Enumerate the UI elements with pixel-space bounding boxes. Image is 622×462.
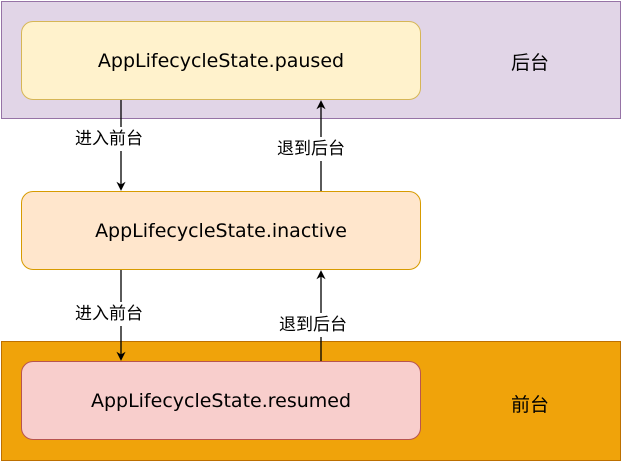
state-inactive: AppLifecycleState.inactive <box>21 191 421 270</box>
label-resumed-to-inactive: 退到后台 <box>277 313 349 337</box>
label-paused-to-inactive: 进入前台 <box>73 127 145 151</box>
state-resumed: AppLifecycleState.resumed <box>21 361 421 440</box>
label-inactive-to-resumed: 进入前台 <box>73 302 145 326</box>
label-inactive-to-paused: 退到后台 <box>275 137 347 161</box>
foreground-band-label: 前台 <box>510 394 549 416</box>
state-paused: AppLifecycleState.paused <box>21 21 421 100</box>
background-band-label: 后台 <box>510 52 549 74</box>
